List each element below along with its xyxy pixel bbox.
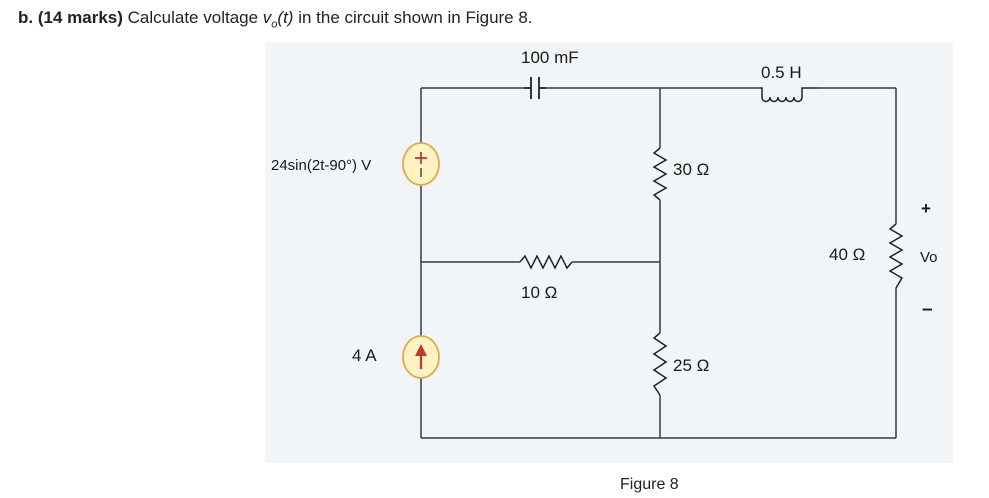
voltage-source-label: 24sin(2t-90°) V xyxy=(271,157,371,174)
question-part: b. xyxy=(18,8,34,27)
vo-plus-sign: + xyxy=(921,199,931,218)
question-text-after: in the circuit shown in Figure 8. xyxy=(298,8,533,27)
figure-panel xyxy=(265,42,953,463)
question-text-before: Calculate voltage xyxy=(127,8,259,27)
r25-label: 25 Ω xyxy=(673,356,709,375)
resistor-10-symbol xyxy=(519,254,573,270)
current-source-label: 4 A xyxy=(352,346,377,365)
r10-label: 10 Ω xyxy=(521,283,557,302)
voltage-source xyxy=(402,142,440,186)
capacitor-label: 100 mF xyxy=(521,48,579,67)
capacitor-symbol xyxy=(524,77,546,99)
vo-label: Vo xyxy=(920,249,938,266)
inductor-label: 0.5 H xyxy=(761,63,802,82)
resistor-40-symbol xyxy=(888,223,904,289)
vo-minus-sign: – xyxy=(922,299,933,320)
resistor-25-symbol xyxy=(652,332,668,396)
question-text: b. (14 marks) Calculate voltage vo(t) in… xyxy=(18,8,533,30)
inductor-symbol xyxy=(760,87,818,103)
r40-label: 40 Ω xyxy=(829,245,865,264)
figure-caption: Figure 8 xyxy=(620,476,679,493)
current-source xyxy=(402,335,440,379)
question-marks: (14 marks) xyxy=(37,8,123,27)
resistor-30-symbol xyxy=(652,147,668,201)
question-vo: vo(t) xyxy=(262,8,294,31)
r30-label: 30 Ω xyxy=(673,160,709,179)
